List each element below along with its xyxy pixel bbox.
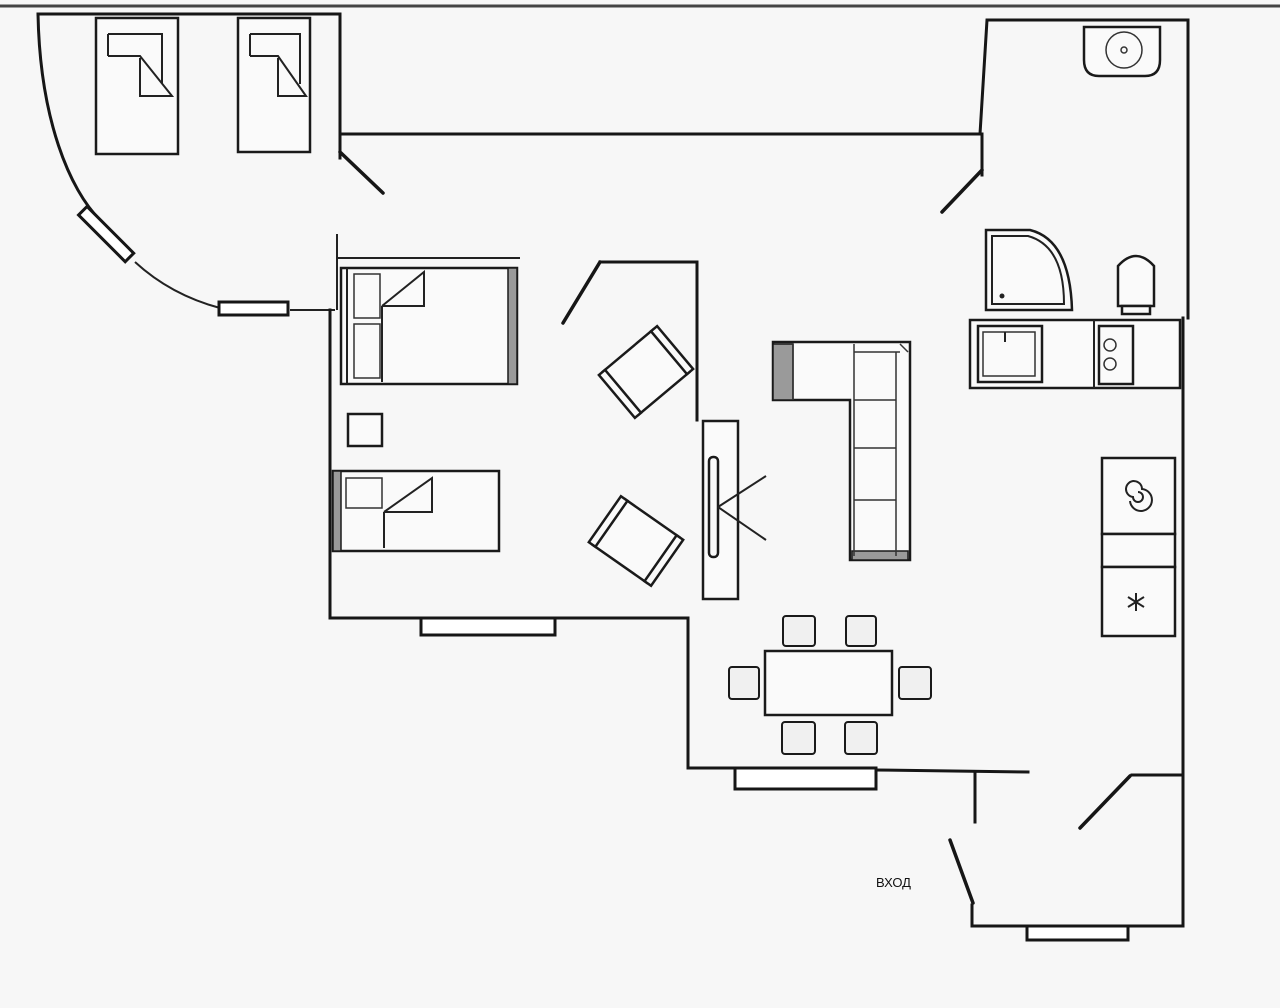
dining-chair [781,721,816,755]
bed-lower [331,469,501,553]
counter-segment [1100,532,1177,569]
corner-sofa [771,340,912,562]
living-bottom-wall [874,768,1030,774]
hall-bottom-left [970,903,1030,928]
bedroom-top-wall [36,12,342,160]
window-middle-room [419,616,557,637]
bedroom-door [338,150,385,195]
washbasin [1082,25,1162,78]
shower-cabin [984,228,1074,312]
window-hall [1025,924,1130,942]
snowflake-icon [1127,593,1145,611]
dining-chair [898,666,932,700]
hall-door [1078,774,1132,830]
kitchen-sink [976,324,1044,384]
armchair-lower [587,494,685,588]
dining-table [763,649,894,717]
windows [76,204,1130,942]
walls [36,12,1190,928]
tv-stand [701,419,767,601]
window-curved-2 [217,300,290,317]
cooktop [1097,324,1135,386]
bathroom-door [940,168,984,214]
window-curved-1 [76,204,136,264]
dining-chair [728,666,760,700]
single-bed-left [94,16,180,156]
washing-machine [1100,456,1177,536]
middle-room-left-bottom-wall [328,308,422,620]
entrance-label: ВХОД [876,875,911,890]
middle-room-door [561,260,602,325]
single-bed-right [236,16,312,154]
dining-chair [845,615,877,647]
bed-upper [339,266,519,386]
window-living-room [733,766,878,791]
curved-wall-segment [134,261,221,309]
washing-machine-drum-icon [1125,480,1153,512]
armchair-upper [597,324,695,420]
doors [338,150,1132,905]
toilet [1116,254,1156,316]
nightstand [346,412,384,448]
dining-set [728,615,932,755]
dining-chair [844,721,878,755]
bathroom-walls [978,18,1190,320]
entrance-door [948,838,975,905]
middle-room-top-wall-right [598,260,699,422]
living-left-wall [686,616,737,770]
dining-chair [782,615,816,647]
